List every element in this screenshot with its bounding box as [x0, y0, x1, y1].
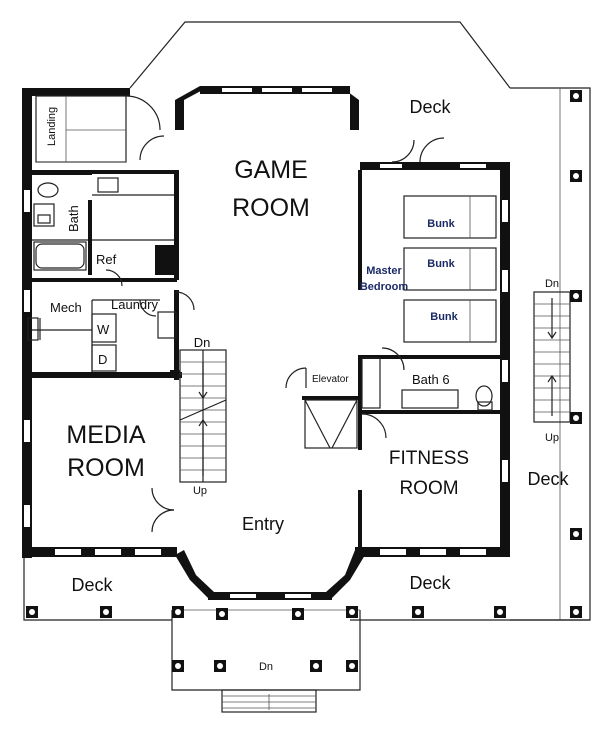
- windows: [24, 88, 508, 598]
- media-room-label-line2: ROOM: [67, 454, 145, 482]
- door-swings: [105, 95, 445, 533]
- bunk-label-1: Bunk: [427, 218, 455, 230]
- deck-outlines: [23, 21, 591, 713]
- deck-post-dots: [29, 93, 579, 669]
- room-labels: GAME ROOM MEDIA ROOM FITNESS ROOM Master…: [46, 107, 469, 534]
- fitness-room-label-line2: ROOM: [399, 478, 458, 499]
- deck-labels: Deck Deck Deck Deck: [71, 97, 569, 595]
- laundry-label: Laundry: [111, 297, 158, 312]
- deck-label-bottom-left: Deck: [71, 575, 113, 595]
- deck-label-bottom-right: Deck: [409, 573, 451, 593]
- interior-lines: [27, 95, 497, 449]
- main-stair-down-label: Dn: [194, 335, 211, 350]
- main-stair: [179, 349, 227, 483]
- mech-label: Mech: [50, 300, 82, 315]
- right-stair: [533, 291, 571, 423]
- deck-label-right: Deck: [527, 469, 569, 489]
- master-bedroom-label-line1: Master: [366, 265, 402, 277]
- media-room-label-line1: MEDIA: [66, 421, 146, 449]
- ref-label: Ref: [96, 252, 117, 267]
- landing-label: Landing: [46, 107, 58, 146]
- bunk-label-2: Bunk: [427, 258, 455, 270]
- fitness-room-label-line1: FITNESS: [389, 448, 469, 469]
- game-room-label-line1: GAME: [234, 156, 308, 184]
- bath-label: Bath: [66, 205, 81, 232]
- game-room-label-line2: ROOM: [232, 194, 310, 222]
- entry-label: Entry: [242, 514, 284, 534]
- bath6-label: Bath 6: [412, 372, 450, 387]
- right-stair-down-label: Dn: [545, 278, 559, 290]
- deck-label-top: Deck: [409, 97, 451, 117]
- bunk-labels: Bunk Bunk Bunk: [427, 218, 458, 323]
- front-stair-down-label: Dn: [259, 661, 273, 673]
- master-bedroom-label-line2: Bedroom: [360, 281, 409, 293]
- washer-label: W: [97, 322, 110, 337]
- right-stair-up-label: Up: [545, 432, 559, 444]
- main-stair-up-label: Up: [193, 485, 207, 497]
- dryer-label: D: [98, 352, 107, 367]
- elevator-label: Elevator: [312, 374, 349, 385]
- bunk-label-3: Bunk: [430, 311, 458, 323]
- stair-labels: Dn Up Dn Up Dn: [193, 278, 559, 673]
